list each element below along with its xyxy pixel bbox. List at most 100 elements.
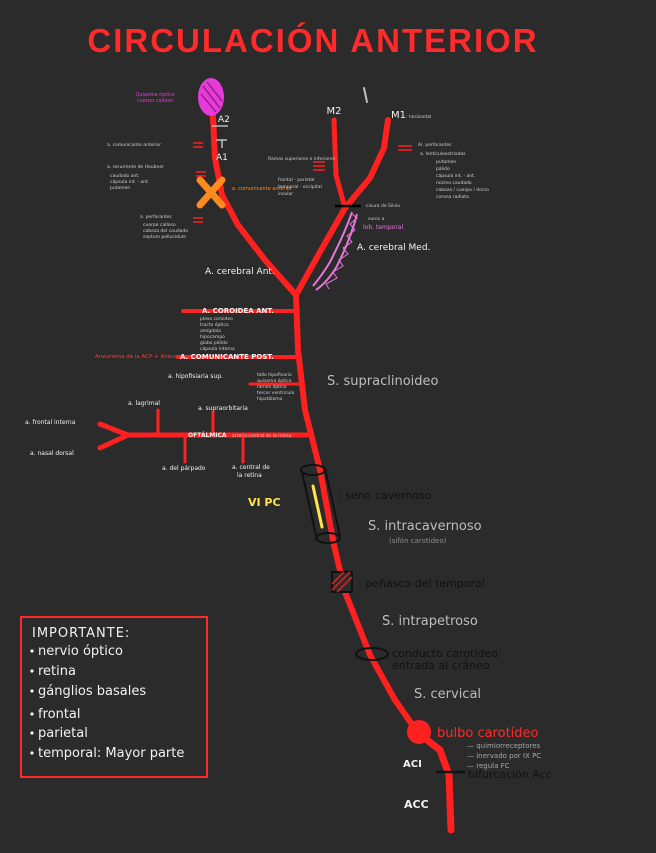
intrapetroso-label: S. intrapetroso: [382, 614, 478, 629]
cerebral-media-label: A. cerebral Med.: [357, 243, 430, 253]
seno-cavernoso-label: : seno cavernoso: [338, 489, 432, 502]
aneurisma-note: Aneurisma de la ACP + Aneur.: [95, 354, 178, 360]
lenticuloestriadas-label: a. lenticuloestriadas: [420, 151, 466, 157]
coroidea-item: hipocampo: [200, 334, 225, 340]
bulbo-list: — quimiorreceptores — inervado por IX PC…: [467, 742, 541, 770]
hipofisiaria-item: tercer ventrículo: [257, 389, 295, 396]
hipofisiaria-item: quiasma óptico: [257, 377, 292, 384]
ar-perforantes-label: Ar. perforantes: [418, 142, 452, 148]
ramas-label: Ramas superiores e inferiores: [268, 156, 336, 162]
perforantes-item: cuerpo calloso: [143, 222, 176, 228]
comunicante-post-label: A. COMUNICANTE POST.: [180, 353, 274, 361]
heubner-item: putamen: [110, 185, 130, 191]
lagrimal-label: a. lagrimal: [128, 400, 160, 407]
hipofisiaria-list: tallo hipofisario quiasma óptico nervio …: [257, 372, 295, 402]
ramas-item: frontal - parietal: [278, 177, 314, 183]
heubner-item: caudado ant.: [110, 173, 140, 179]
a2-label: A2: [218, 115, 230, 125]
m2-label: M2: [327, 106, 342, 117]
a1-label: A1: [216, 153, 228, 163]
importante-item: retina: [38, 664, 76, 679]
oftalmica-note: arteria central de la retina: [232, 433, 291, 439]
m2-vessel: [331, 117, 348, 211]
perforantes-list: cuerpo calloso cabeza del caudado septum…: [143, 222, 188, 240]
ramas-list: frontal - parietal temporal - occipital …: [278, 177, 322, 197]
penasco-shape: [331, 571, 353, 593]
perforantes-label: a. perforantes: [140, 214, 172, 220]
heubner-list: caudado ant. cápsula int. - ant. putamen: [110, 173, 149, 191]
comunicante-ant-label: a. comunicante anterior: [107, 142, 161, 148]
ramas-item: temporal - occipital: [278, 184, 322, 190]
central-retina-label-1: a. central de: [232, 464, 270, 471]
coroidea-item: plexo coroideo: [200, 316, 233, 322]
importante-bullets: [30, 649, 34, 755]
bifurcacion-label: bifurcación Acc: [468, 768, 552, 781]
nasal-dorsal-label: a. nasal dorsal: [30, 450, 74, 457]
cuerpo-calloso-label: cuerpo calloso: [137, 98, 173, 104]
a1-marker: [216, 139, 227, 148]
cisura-silvio-label: cisura de Silvio: [366, 203, 400, 209]
lenticulo-list: putamen pálido cápsula int. - ant. núcle…: [436, 159, 489, 200]
tick-marks: [193, 142, 412, 223]
aca-vessel: [209, 79, 299, 298]
perforantes-item: septum pellucidum: [143, 234, 186, 240]
m1-vessel: [342, 117, 391, 211]
comunicante-ant-note: a. comunicante anterior: [232, 186, 293, 192]
coroidea-item: tracto óptico: [200, 321, 229, 328]
lenticulo-item: cápsula int. - ant.: [436, 172, 475, 179]
oftalmica-label: OFTÁLMICA: [188, 432, 227, 439]
quiasma-label: Quiasma óptico: [135, 91, 174, 98]
aci-label: ACI: [403, 759, 422, 770]
heubner-item: cápsula int. - ant.: [110, 178, 149, 185]
vessel-tree: [97, 79, 455, 834]
m1-note: : horizontal: [406, 114, 431, 120]
hipofisiaria-item: hipotálamo: [257, 395, 283, 402]
importante-item: gánglios basales: [38, 684, 146, 699]
parpado-label: a. del párpado: [162, 465, 206, 472]
conducto-label-1: conducto carotídeo:: [392, 647, 502, 660]
cervical-label: S. cervical: [414, 687, 481, 702]
supraorbitaria-label: a. supraorbitaria: [198, 405, 248, 412]
vi-pc-label: VI PC: [248, 496, 281, 509]
hipofisiaria-item: nervio óptico: [257, 383, 287, 390]
mca-vessel: [293, 205, 348, 298]
bulbo-label: bulbo carotídeo: [437, 726, 539, 741]
lenticulo-item: cabeza / cuerpo / dorso: [436, 187, 489, 193]
bulbo-item: — quimiorreceptores: [467, 742, 541, 750]
temporal-lobe-zigzag: [325, 213, 358, 290]
importante-item: temporal: Mayor parte: [38, 746, 184, 761]
hipofisiaria-label: a. hipofisiaria sup.: [168, 373, 223, 380]
nasal-dorsal-vessel: [97, 432, 131, 451]
conducto-shape: [355, 647, 389, 661]
frontal-interna-vessel: [97, 421, 131, 438]
sifon-label: (sifón carotídeo): [389, 537, 447, 545]
lob-temporal-note: surco a: [368, 216, 385, 222]
m2-small-branch: [363, 87, 368, 103]
coroidea-item: amígdala: [200, 327, 221, 334]
central-retina-label-2: la retina: [237, 472, 262, 479]
page-title: CIRCULACIÓN ANTERIOR: [87, 22, 538, 59]
importante-item: nervio óptico: [38, 644, 123, 659]
importante-box: IMPORTANTE: nervio óptico retina gánglio…: [20, 616, 208, 778]
acc-label: ACC: [404, 798, 429, 811]
lob-temporal-label: lob. temporal: [363, 224, 403, 231]
hipofisiaria-item: tallo hipofisario: [257, 372, 292, 378]
bulbo-shape: [407, 720, 431, 744]
bulbo-item: — inervado por IX PC: [467, 752, 541, 760]
bulbo-item: — regula FC: [467, 762, 510, 770]
importante-item: parietal: [38, 726, 88, 741]
temporal-lobe-shape: [312, 211, 353, 287]
seno-cavernoso-shape: [300, 464, 341, 544]
coroidea-item: globo pálido: [200, 339, 228, 346]
acc-vessel: [414, 729, 455, 834]
intracavernoso-label: S. intracavernoso: [368, 519, 482, 534]
lenticulo-item: corona radiata: [436, 194, 469, 200]
heubner-label: a. recurrente de Heubner: [107, 164, 164, 170]
coroidea-list: plexo coroideo tracto óptico amígdala hi…: [200, 316, 235, 352]
m1-label: M1: [391, 110, 406, 121]
lenticulo-item: núcleo caudado: [436, 179, 472, 186]
importante-border: [20, 616, 208, 778]
aci-trunk-vessel: [293, 292, 421, 736]
